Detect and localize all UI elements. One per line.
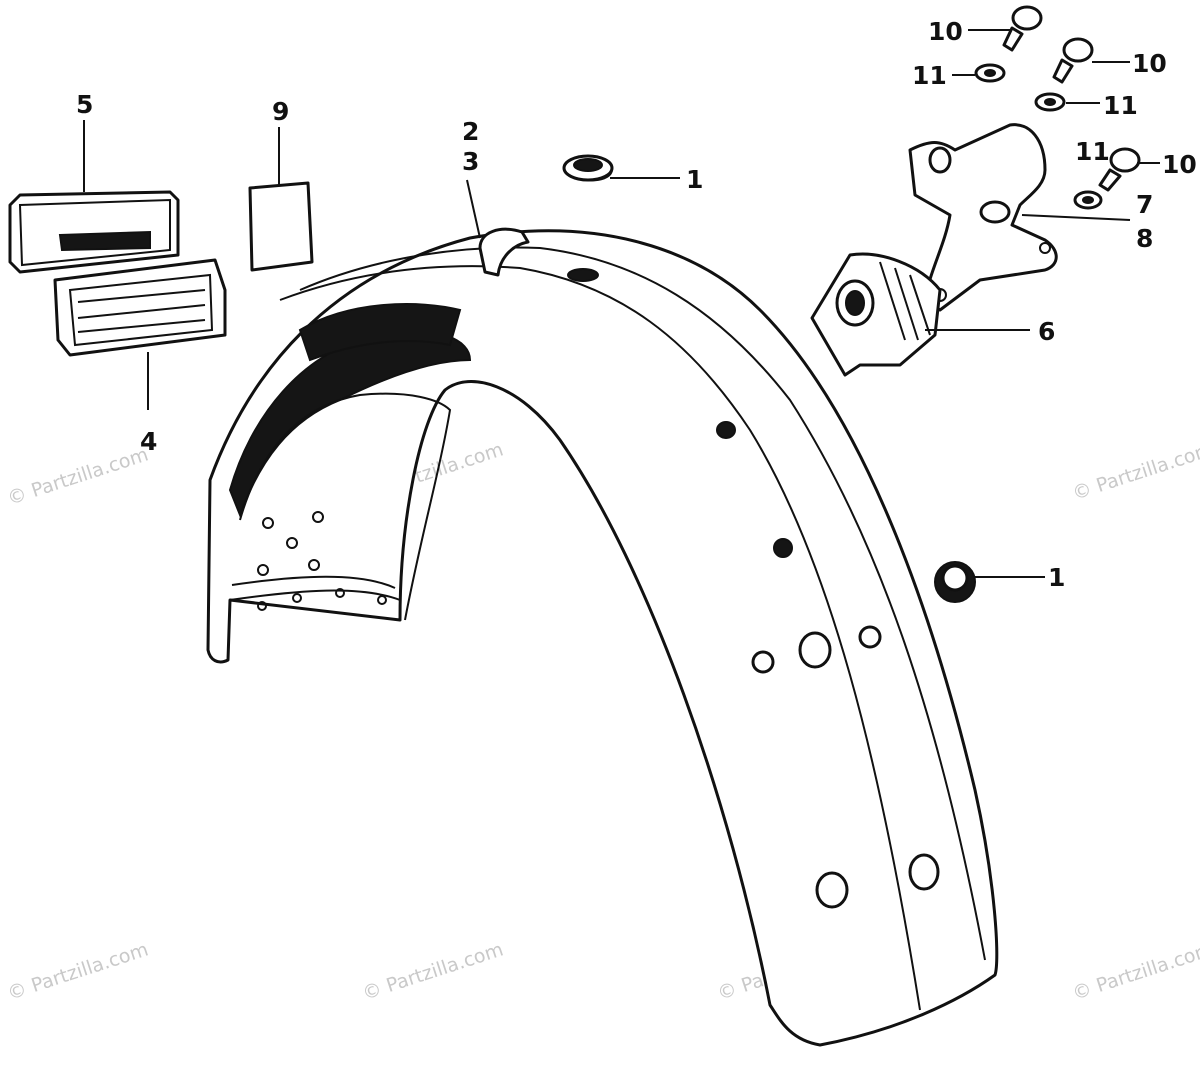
leader-lines <box>83 29 1160 578</box>
callouts: 1 1 2 3 4 5 6 7 8 9 10 10 10 11 11 11 <box>76 17 1197 592</box>
watermark: © Partzilla.com <box>1070 439 1200 505</box>
callout-10-middle: 10 <box>1132 49 1167 78</box>
watermarks: © Partzilla.com © Partzilla.com © Partzi… <box>5 439 1200 1005</box>
grommet-right <box>934 561 976 603</box>
screw-top <box>1002 5 1043 52</box>
watermark: © Partzilla.com <box>5 939 151 1005</box>
reflector-assembly <box>8 190 227 357</box>
callout-9: 9 <box>272 97 289 126</box>
callout-1-top: 1 <box>686 165 703 194</box>
callout-7: 7 <box>1136 190 1153 219</box>
callout-10-lower: 10 <box>1162 150 1197 179</box>
screw-middle <box>1052 37 1094 84</box>
label-sheet <box>248 181 314 272</box>
callout-2: 2 <box>462 117 479 146</box>
callout-8: 8 <box>1136 224 1153 253</box>
callout-5: 5 <box>76 90 93 119</box>
washers <box>974 63 1103 210</box>
callout-3: 3 <box>462 147 479 176</box>
callout-11-middle: 11 <box>1103 91 1138 120</box>
watermark: © Partzilla.com <box>360 939 506 1005</box>
watermark: © Partzilla.com <box>1070 939 1200 1005</box>
grommet-top <box>562 154 614 182</box>
callout-11-top: 11 <box>912 61 947 90</box>
callout-1-right: 1 <box>1048 563 1065 592</box>
lamp-socket <box>810 252 942 377</box>
rear-fender <box>206 227 999 1047</box>
screw-lower <box>1098 147 1141 192</box>
callout-10-top: 10 <box>928 17 963 46</box>
watermark: © Partzilla.com <box>5 444 151 510</box>
callout-4: 4 <box>140 427 157 456</box>
callout-6: 6 <box>1038 317 1055 346</box>
lamp-bracket <box>908 123 1058 312</box>
callout-11-lower: 11 <box>1075 137 1110 166</box>
